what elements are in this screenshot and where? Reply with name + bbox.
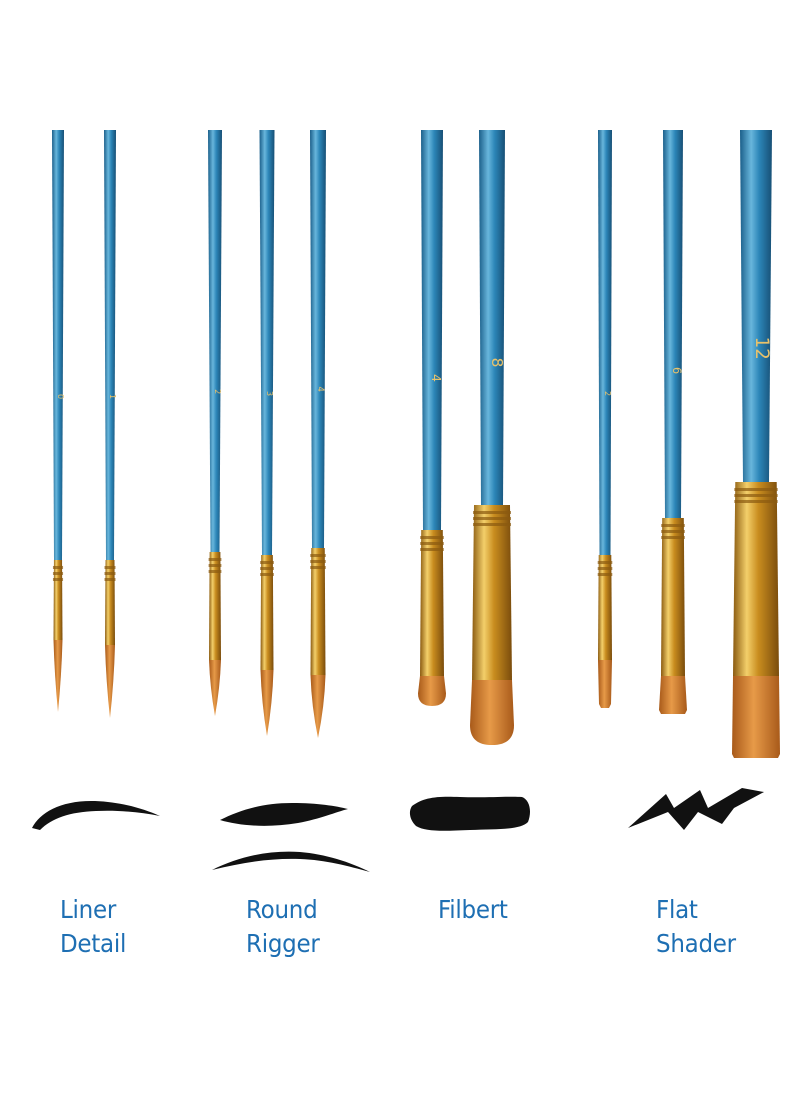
liner-stroke-sample: [32, 800, 160, 830]
brush-liner-detail-1: 1: [104, 130, 117, 718]
brush-bristles: [659, 676, 687, 714]
ferrule-ring: [473, 511, 511, 514]
ferrule-ring: [260, 573, 274, 576]
ferrule-ring: [208, 564, 222, 567]
label-flat-shader: Flat Shader: [656, 893, 736, 961]
brush-handle: [421, 130, 443, 530]
brush-size-mark: 12: [751, 337, 772, 360]
ferrule-ring: [104, 566, 116, 569]
brush-bristles: [310, 675, 326, 738]
brush-round-rigger-4: 4: [310, 130, 326, 738]
brush-ferrule: [472, 505, 512, 680]
brush-handle: [259, 130, 275, 555]
stroke-samples: [32, 788, 764, 872]
ferrule-ring: [260, 567, 274, 570]
brush-size-mark: 2: [213, 389, 222, 394]
brush-ferrule: [661, 518, 685, 676]
brush-bristles: [105, 645, 115, 718]
brush-size-mark: 0: [56, 394, 65, 399]
ferrule-ring: [597, 567, 613, 570]
brush-size-mark: 3: [265, 391, 274, 396]
brush-handle: [663, 130, 683, 518]
label-filbert-line1: Filbert: [438, 895, 508, 924]
brush-bristles: [418, 676, 446, 706]
brush-bristles: [598, 660, 612, 708]
ferrule-ring: [104, 578, 116, 581]
ferrule-ring: [473, 523, 511, 526]
ferrule-ring: [734, 494, 778, 497]
brush-filbert-4: 4: [418, 130, 446, 706]
brush-round-rigger-3: 3: [259, 130, 275, 736]
label-liner-line1: Liner: [60, 895, 117, 924]
brush-flat-shader-2: 2: [597, 130, 613, 708]
ferrule-ring: [310, 560, 326, 563]
ferrule-ring: [661, 524, 685, 527]
ferrule-ring: [52, 566, 64, 569]
brush-flat-shader-6: 6: [659, 130, 687, 714]
label-flat-line1: Flat: [656, 895, 698, 924]
brush-size-mark: 4: [429, 374, 444, 382]
ferrule-ring: [661, 530, 685, 533]
ferrule-ring: [310, 566, 326, 569]
ferrule-ring: [661, 536, 685, 539]
label-round-line1: Round: [246, 895, 318, 924]
brush-bristles: [470, 680, 514, 745]
brush-bristles: [732, 676, 780, 758]
brush-filbert-8: 8: [470, 130, 514, 745]
ferrule-ring: [420, 548, 444, 551]
brush-handle: [104, 130, 116, 560]
filbert-stroke-sample: [409, 796, 530, 831]
ferrule-ring: [260, 561, 274, 564]
ferrule-ring: [597, 561, 613, 564]
brush-ferrule: [310, 548, 326, 675]
label-liner-line2: Detail: [60, 929, 127, 958]
brush-bristles: [53, 640, 63, 712]
brush-ferrule: [733, 482, 779, 676]
label-liner-detail: Liner Detail: [60, 893, 126, 961]
brush-liner-detail-0: 0: [52, 130, 65, 712]
brush-handle: [740, 130, 772, 482]
ferrule-ring: [597, 573, 613, 576]
brush-ferrule: [105, 560, 115, 645]
brush-handle: [310, 130, 326, 548]
brush-handle: [479, 130, 505, 505]
brush-handle: [52, 130, 64, 560]
brush-size-mark: 6: [670, 367, 683, 374]
ferrule-ring: [734, 500, 778, 503]
brush-ferrule: [420, 530, 444, 676]
ferrule-ring: [52, 578, 64, 581]
brush-size-mark: 2: [603, 391, 612, 396]
label-round-rigger: Round Rigger: [246, 893, 320, 961]
ferrule-ring: [52, 572, 64, 575]
label-round-line2: Rigger: [246, 929, 320, 958]
brush-flat-shader-12: 12: [732, 130, 780, 758]
brush-size-mark: 1: [108, 394, 117, 399]
ferrule-ring: [420, 536, 444, 539]
ferrule-ring: [104, 572, 116, 575]
label-filbert: Filbert: [438, 893, 508, 927]
ferrule-ring: [208, 570, 222, 573]
label-flat-line2: Shader: [656, 929, 736, 958]
flat-stroke-sample: [628, 788, 764, 830]
brush-size-mark: 8: [488, 358, 506, 368]
brush-size-mark: 4: [316, 386, 326, 391]
brush-bristles: [260, 670, 274, 736]
brush-handle: [208, 130, 222, 552]
brush-bristles: [209, 660, 221, 716]
brush-ferrule: [209, 552, 221, 660]
ferrule-ring: [310, 554, 326, 557]
brush-ferrule: [260, 555, 274, 670]
round-stroke-sample: [220, 803, 348, 826]
rigger-stroke-sample: [212, 851, 370, 872]
brush-round-rigger-2: 2: [208, 130, 222, 716]
ferrule-ring: [208, 558, 222, 561]
brush-ferrule: [598, 555, 612, 660]
ferrule-ring: [420, 542, 444, 545]
ferrule-ring: [734, 488, 778, 491]
brush-handle: [598, 130, 612, 555]
ferrule-ring: [473, 517, 511, 520]
